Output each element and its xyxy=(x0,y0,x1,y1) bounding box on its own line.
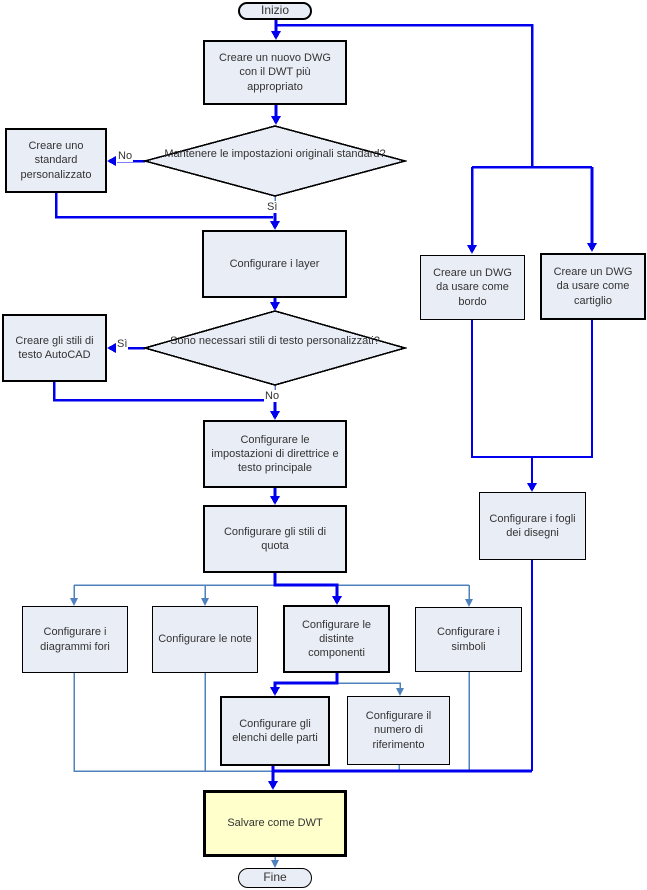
node-create-new-dwg-label: Creare un nuovo DWG con il DWT più appro… xyxy=(219,52,331,93)
node-autocad-text-styles-label: Creare gli stili di testo AutoCAD xyxy=(15,334,94,361)
node-save-dwt-label: Salvare come DWT xyxy=(227,817,323,830)
edge-label-no-1: No xyxy=(117,150,134,162)
node-dim-styles: Configurare gli stili di quota xyxy=(203,505,347,573)
node-hole-charts-label: Configurare i diagrammi fori xyxy=(40,626,110,653)
connector-layers-to-decision2 xyxy=(270,298,280,311)
connector-save-to-end xyxy=(271,857,279,868)
node-save-dwt: Salvare come DWT xyxy=(203,790,347,857)
node-dwg-border-label: Creare un DWG da usare come bordo xyxy=(433,267,512,308)
node-custom-standard: Creare uno standard personalizzato xyxy=(5,128,107,193)
connector-newdwg-to-decision1 xyxy=(271,105,281,125)
node-parts-lists-label: Configurare gli elenchi delle parti xyxy=(232,717,318,744)
decision-text-styles-shape xyxy=(142,310,408,386)
connector-customstandard-return xyxy=(54,193,273,219)
node-configure-layers-label: Configurare i layer xyxy=(229,257,320,270)
node-configure-layers: Configurare i layer xyxy=(202,230,347,298)
node-hole-charts: Configurare i diagrammi fori xyxy=(22,606,128,673)
node-leader-settings-label: Configurare le impostazioni di direttric… xyxy=(211,433,339,475)
connector-collector-to-save xyxy=(73,560,533,790)
node-parts-list-boxes-label: Configurare le distinte componenti xyxy=(301,618,372,660)
node-dim-styles-label: Configurare gli stili di quota xyxy=(223,525,327,552)
node-parts-lists: Configurare gli elenchi delle parti xyxy=(220,696,330,766)
node-notes-label: Configurare le note xyxy=(158,633,252,646)
edge-label-yes-1: Sì xyxy=(266,201,279,213)
node-dwg-border: Creare un DWG da usare come bordo xyxy=(420,255,525,320)
terminator-start-label: Inizio xyxy=(260,3,289,18)
edge-label-yes-2: Sì xyxy=(116,338,129,350)
node-symbols: Configurare i simboli xyxy=(415,607,522,672)
node-leader-settings: Configurare le impostazioni di direttric… xyxy=(203,420,347,488)
edge-label-no-2: No xyxy=(264,390,281,402)
node-balloons: Configurare il numero di riferimento xyxy=(347,696,450,765)
terminator-end-label: Fine xyxy=(263,870,287,885)
node-autocad-text-styles: Creare gli stili di testo AutoCAD xyxy=(2,314,107,382)
connector-start-to-dwg-boxes xyxy=(276,23,597,254)
decision-keep-standard-shape xyxy=(141,125,409,197)
node-drawing-sheets-label: Configurare i fogli dei disegni xyxy=(489,512,576,539)
connector-start-to-newdwg xyxy=(271,19,281,40)
node-balloons-label: Configurare il numero di riferimento xyxy=(365,710,432,751)
node-symbols-label: Configurare i simboli xyxy=(437,626,500,653)
connector-partslistboxes-split xyxy=(270,673,404,696)
node-custom-standard-label: Creare uno standard personalizzato xyxy=(20,140,92,181)
node-parts-list-boxes: Configurare le distinte componenti xyxy=(283,605,390,673)
terminator-start: Inizio xyxy=(238,2,312,20)
connector-leader-to-dimstyles xyxy=(270,488,280,505)
node-create-new-dwg: Creare un nuovo DWG con il DWT più appro… xyxy=(203,40,347,105)
connector-dimstyles-fanout xyxy=(70,573,473,607)
terminator-end: Fine xyxy=(238,868,312,888)
connector-dwgboxes-to-sheets xyxy=(471,320,593,492)
node-notes: Configurare le note xyxy=(152,606,258,673)
node-drawing-sheets: Configurare i fogli dei disegni xyxy=(479,492,586,560)
connector-textstyles-return xyxy=(52,382,273,402)
node-dwg-titleblock-label: Creare un DWG da usare come cartiglio xyxy=(553,266,633,307)
node-dwg-titleblock: Creare un DWG da usare come cartiglio xyxy=(540,253,646,320)
